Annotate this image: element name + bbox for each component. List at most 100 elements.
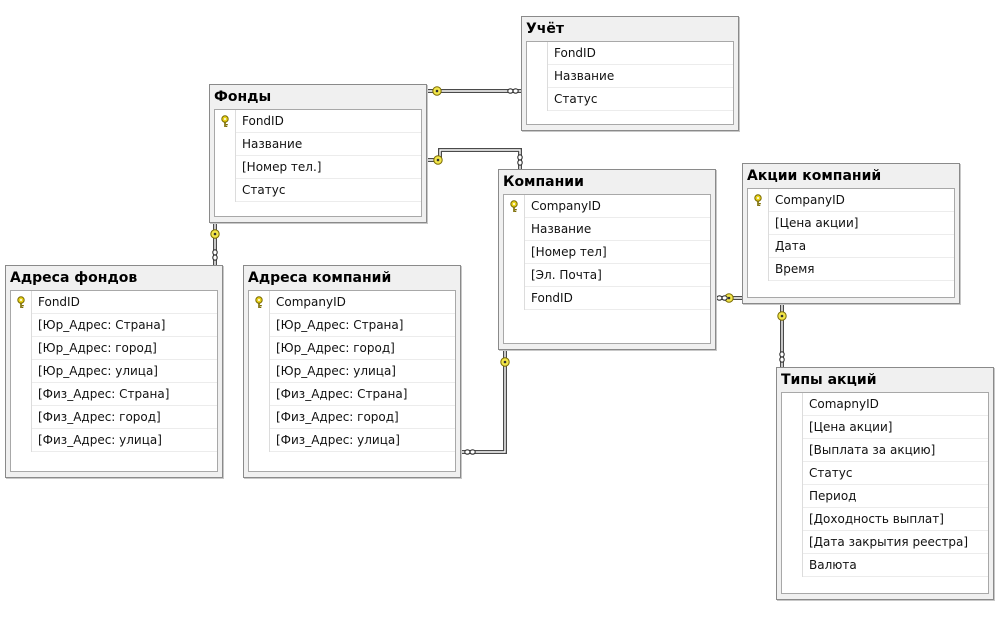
row-selector[interactable]: [215, 133, 236, 156]
table-title[interactable]: Фонды: [214, 89, 272, 105]
row-selector[interactable]: [249, 406, 270, 429]
relationship-akcii-tipy-akciy[interactable]: [777, 304, 787, 367]
row-selector[interactable]: [249, 360, 270, 383]
column-row[interactable]: Статус: [215, 179, 421, 202]
column-row[interactable]: [Эл. Почта]: [504, 264, 710, 287]
row-selector[interactable]: [504, 195, 525, 218]
table-title[interactable]: Компании: [503, 174, 584, 190]
row-selector[interactable]: [11, 291, 32, 314]
table-tipy-akciy[interactable]: Типы акций ComapnyID[Цена акции][Выплата…: [776, 367, 994, 600]
column-row[interactable]: Период: [782, 485, 988, 508]
relationship-fondy-uchet[interactable]: [427, 86, 521, 96]
one-end-key-icon: [432, 86, 442, 96]
table-adresa-kompaniy[interactable]: Адреса компаний CompanyID[Юр_Адрес: Стра…: [243, 265, 461, 478]
column-row[interactable]: Название: [504, 218, 710, 241]
column-row[interactable]: Статус: [527, 88, 733, 111]
column-row[interactable]: [Физ_Адрес: Страна]: [11, 383, 217, 406]
table-adresa-fondov[interactable]: Адреса фондов FondID[Юр_Адрес: Страна][Ю…: [5, 265, 223, 478]
relationship-fondy-kompanii[interactable]: [427, 148, 523, 169]
row-selector[interactable]: [215, 110, 236, 133]
relationship-kompanii-akcii[interactable]: [716, 293, 742, 303]
column-row[interactable]: Название: [527, 65, 733, 88]
column-row[interactable]: [Физ_Адрес: Страна]: [249, 383, 455, 406]
column-row[interactable]: FondID: [215, 110, 421, 133]
column-row[interactable]: ComapnyID: [782, 393, 988, 416]
row-selector[interactable]: [249, 429, 270, 452]
column-row[interactable]: CompanyID: [504, 195, 710, 218]
column-row[interactable]: [Цена акции]: [748, 212, 954, 235]
row-selector[interactable]: [527, 42, 548, 65]
column-name: [Цена акции]: [769, 212, 954, 235]
column-row[interactable]: [Юр_Адрес: улица]: [11, 360, 217, 383]
column-row[interactable]: [Цена акции]: [782, 416, 988, 439]
column-row[interactable]: Статус: [782, 462, 988, 485]
row-selector[interactable]: [504, 264, 525, 287]
row-selector[interactable]: [748, 235, 769, 258]
row-selector[interactable]: [748, 212, 769, 235]
row-selector[interactable]: [215, 156, 236, 179]
column-name: Статус: [803, 462, 988, 485]
column-row[interactable]: [Юр_Адрес: город]: [11, 337, 217, 360]
column-row[interactable]: [Физ_Адрес: город]: [11, 406, 217, 429]
row-selector[interactable]: [782, 462, 803, 485]
table-title[interactable]: Типы акций: [781, 372, 877, 388]
column-row[interactable]: [Юр_Адрес: Страна]: [11, 314, 217, 337]
row-selector[interactable]: [504, 218, 525, 241]
column-row[interactable]: FondID: [527, 42, 733, 65]
row-selector[interactable]: [249, 383, 270, 406]
table-title[interactable]: Адреса компаний: [248, 270, 392, 286]
column-row[interactable]: [Доходность выплат]: [782, 508, 988, 531]
row-selector[interactable]: [11, 406, 32, 429]
row-selector[interactable]: [11, 429, 32, 452]
column-row[interactable]: [Физ_Адрес: город]: [249, 406, 455, 429]
relationship-kompanii-adresa-kompaniy[interactable]: [461, 350, 510, 455]
table-title[interactable]: Учёт: [526, 21, 565, 37]
column-name: [Физ_Адрес: город]: [32, 406, 217, 429]
column-row[interactable]: Название: [215, 133, 421, 156]
column-row[interactable]: Валюта: [782, 554, 988, 577]
column-row[interactable]: FondID: [11, 291, 217, 314]
row-selector[interactable]: [782, 554, 803, 577]
column-row[interactable]: [Физ_Адрес: улица]: [249, 429, 455, 452]
row-selector[interactable]: [11, 360, 32, 383]
row-selector[interactable]: [782, 416, 803, 439]
column-row[interactable]: [Выплата за акцию]: [782, 439, 988, 462]
row-selector[interactable]: [11, 383, 32, 406]
row-selector[interactable]: [11, 314, 32, 337]
column-row[interactable]: Время: [748, 258, 954, 281]
table-title[interactable]: Адреса фондов: [10, 270, 138, 286]
row-selector[interactable]: [527, 88, 548, 111]
relationship-fondy-adresa-fondov[interactable]: [210, 223, 220, 265]
row-selector[interactable]: [748, 258, 769, 281]
row-selector[interactable]: [782, 485, 803, 508]
row-selector[interactable]: [527, 65, 548, 88]
row-selector[interactable]: [782, 439, 803, 462]
row-selector[interactable]: [249, 291, 270, 314]
column-row[interactable]: [Юр_Адрес: улица]: [249, 360, 455, 383]
column-row[interactable]: [Юр_Адрес: город]: [249, 337, 455, 360]
column-row[interactable]: [Номер тел]: [504, 241, 710, 264]
row-selector[interactable]: [748, 189, 769, 212]
row-selector[interactable]: [249, 337, 270, 360]
column-row[interactable]: FondID: [504, 287, 710, 310]
row-selector[interactable]: [504, 241, 525, 264]
column-row[interactable]: [Юр_Адрес: Страна]: [249, 314, 455, 337]
column-row[interactable]: [Дата закрытия реестра]: [782, 531, 988, 554]
column-row[interactable]: Дата: [748, 235, 954, 258]
row-selector[interactable]: [249, 314, 270, 337]
table-title[interactable]: Акции компаний: [747, 168, 882, 184]
column-row[interactable]: CompanyID: [748, 189, 954, 212]
row-selector[interactable]: [782, 531, 803, 554]
row-selector[interactable]: [782, 508, 803, 531]
table-akcii-kompaniy[interactable]: Акции компаний CompanyID[Цена акции]Дата…: [742, 163, 960, 304]
column-row[interactable]: [Физ_Адрес: улица]: [11, 429, 217, 452]
column-row[interactable]: [Номер тел.]: [215, 156, 421, 179]
row-selector[interactable]: [11, 337, 32, 360]
column-row[interactable]: CompanyID: [249, 291, 455, 314]
row-selector[interactable]: [215, 179, 236, 202]
row-selector[interactable]: [504, 287, 525, 310]
row-selector[interactable]: [782, 393, 803, 416]
